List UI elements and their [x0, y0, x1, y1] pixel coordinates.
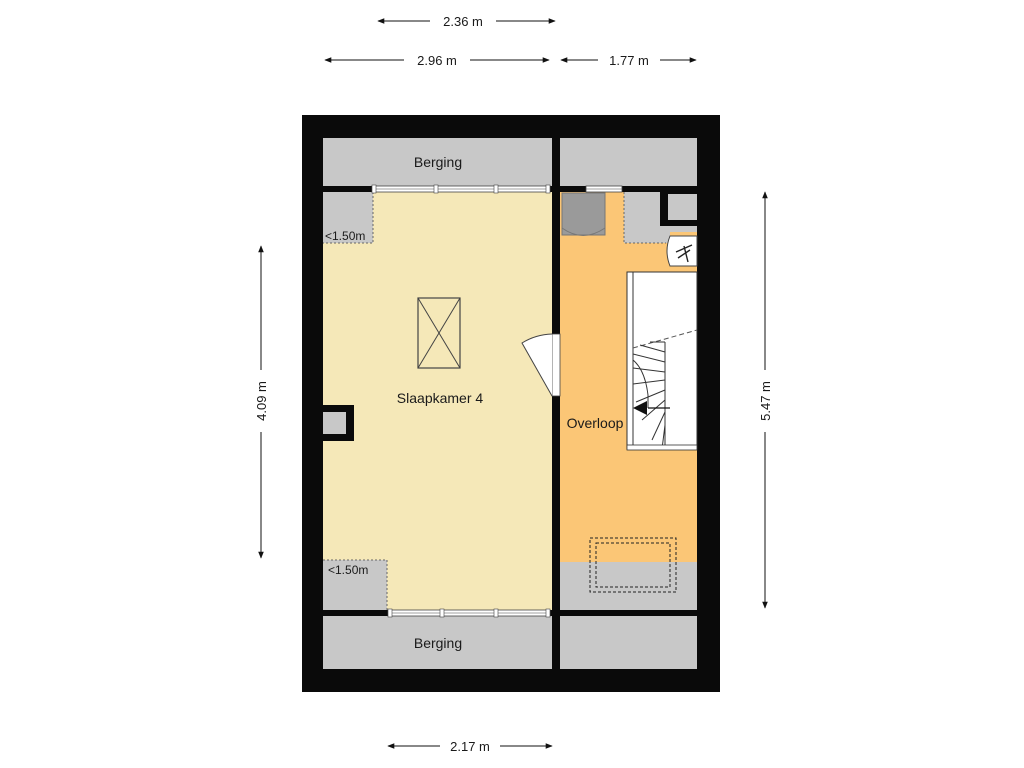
note-low-height-top: <1.50m: [325, 229, 365, 243]
svg-text:1.77 m: 1.77 m: [609, 53, 649, 68]
svg-text:5.47 m: 5.47 m: [758, 381, 773, 421]
bedroom-floor: [323, 192, 552, 610]
dimension-left: 4.09 m: [254, 245, 269, 559]
svg-text:2.17 m: 2.17 m: [450, 739, 490, 754]
storage-bottom-right: [560, 616, 697, 669]
boiler-icon: [666, 232, 698, 268]
stairs: [626, 271, 698, 451]
svg-text:2.36 m: 2.36 m: [443, 14, 483, 29]
skylight: [417, 297, 461, 369]
svg-text:4.09 m: 4.09 m: [254, 381, 269, 421]
svg-text:2.96 m: 2.96 m: [417, 53, 457, 68]
interior-wall: [552, 138, 560, 669]
room-label-storage-top: Berging: [414, 154, 462, 170]
window-top-landing: [585, 185, 623, 193]
window-top: [371, 184, 551, 194]
low-height-zone-top: [323, 192, 373, 243]
low-height-zone-bottom: [323, 560, 387, 610]
dimension-right: 5.47 m: [758, 191, 773, 609]
dimension-top-right: 1.77 m: [560, 53, 697, 68]
note-low-height-bottom: <1.50m: [328, 563, 368, 577]
attic-hatch: [589, 537, 677, 593]
storage-bottom-left: [323, 616, 552, 669]
room-label-landing: Overloop: [567, 415, 624, 431]
storage-top-left: [323, 138, 552, 186]
room-label-storage-bottom: Berging: [414, 635, 462, 651]
room-label-bedroom: Slaapkamer 4: [397, 390, 484, 406]
dimension-top-inner: 2.36 m: [377, 14, 556, 29]
landing-low-zone: [560, 562, 697, 610]
landing-hatch: [561, 192, 606, 236]
dimension-top-left: 2.96 m: [324, 53, 550, 68]
dimension-bottom: 2.17 m: [387, 739, 553, 754]
storage-top-right: [560, 138, 697, 186]
door: [521, 333, 561, 397]
window-bottom: [387, 608, 551, 618]
